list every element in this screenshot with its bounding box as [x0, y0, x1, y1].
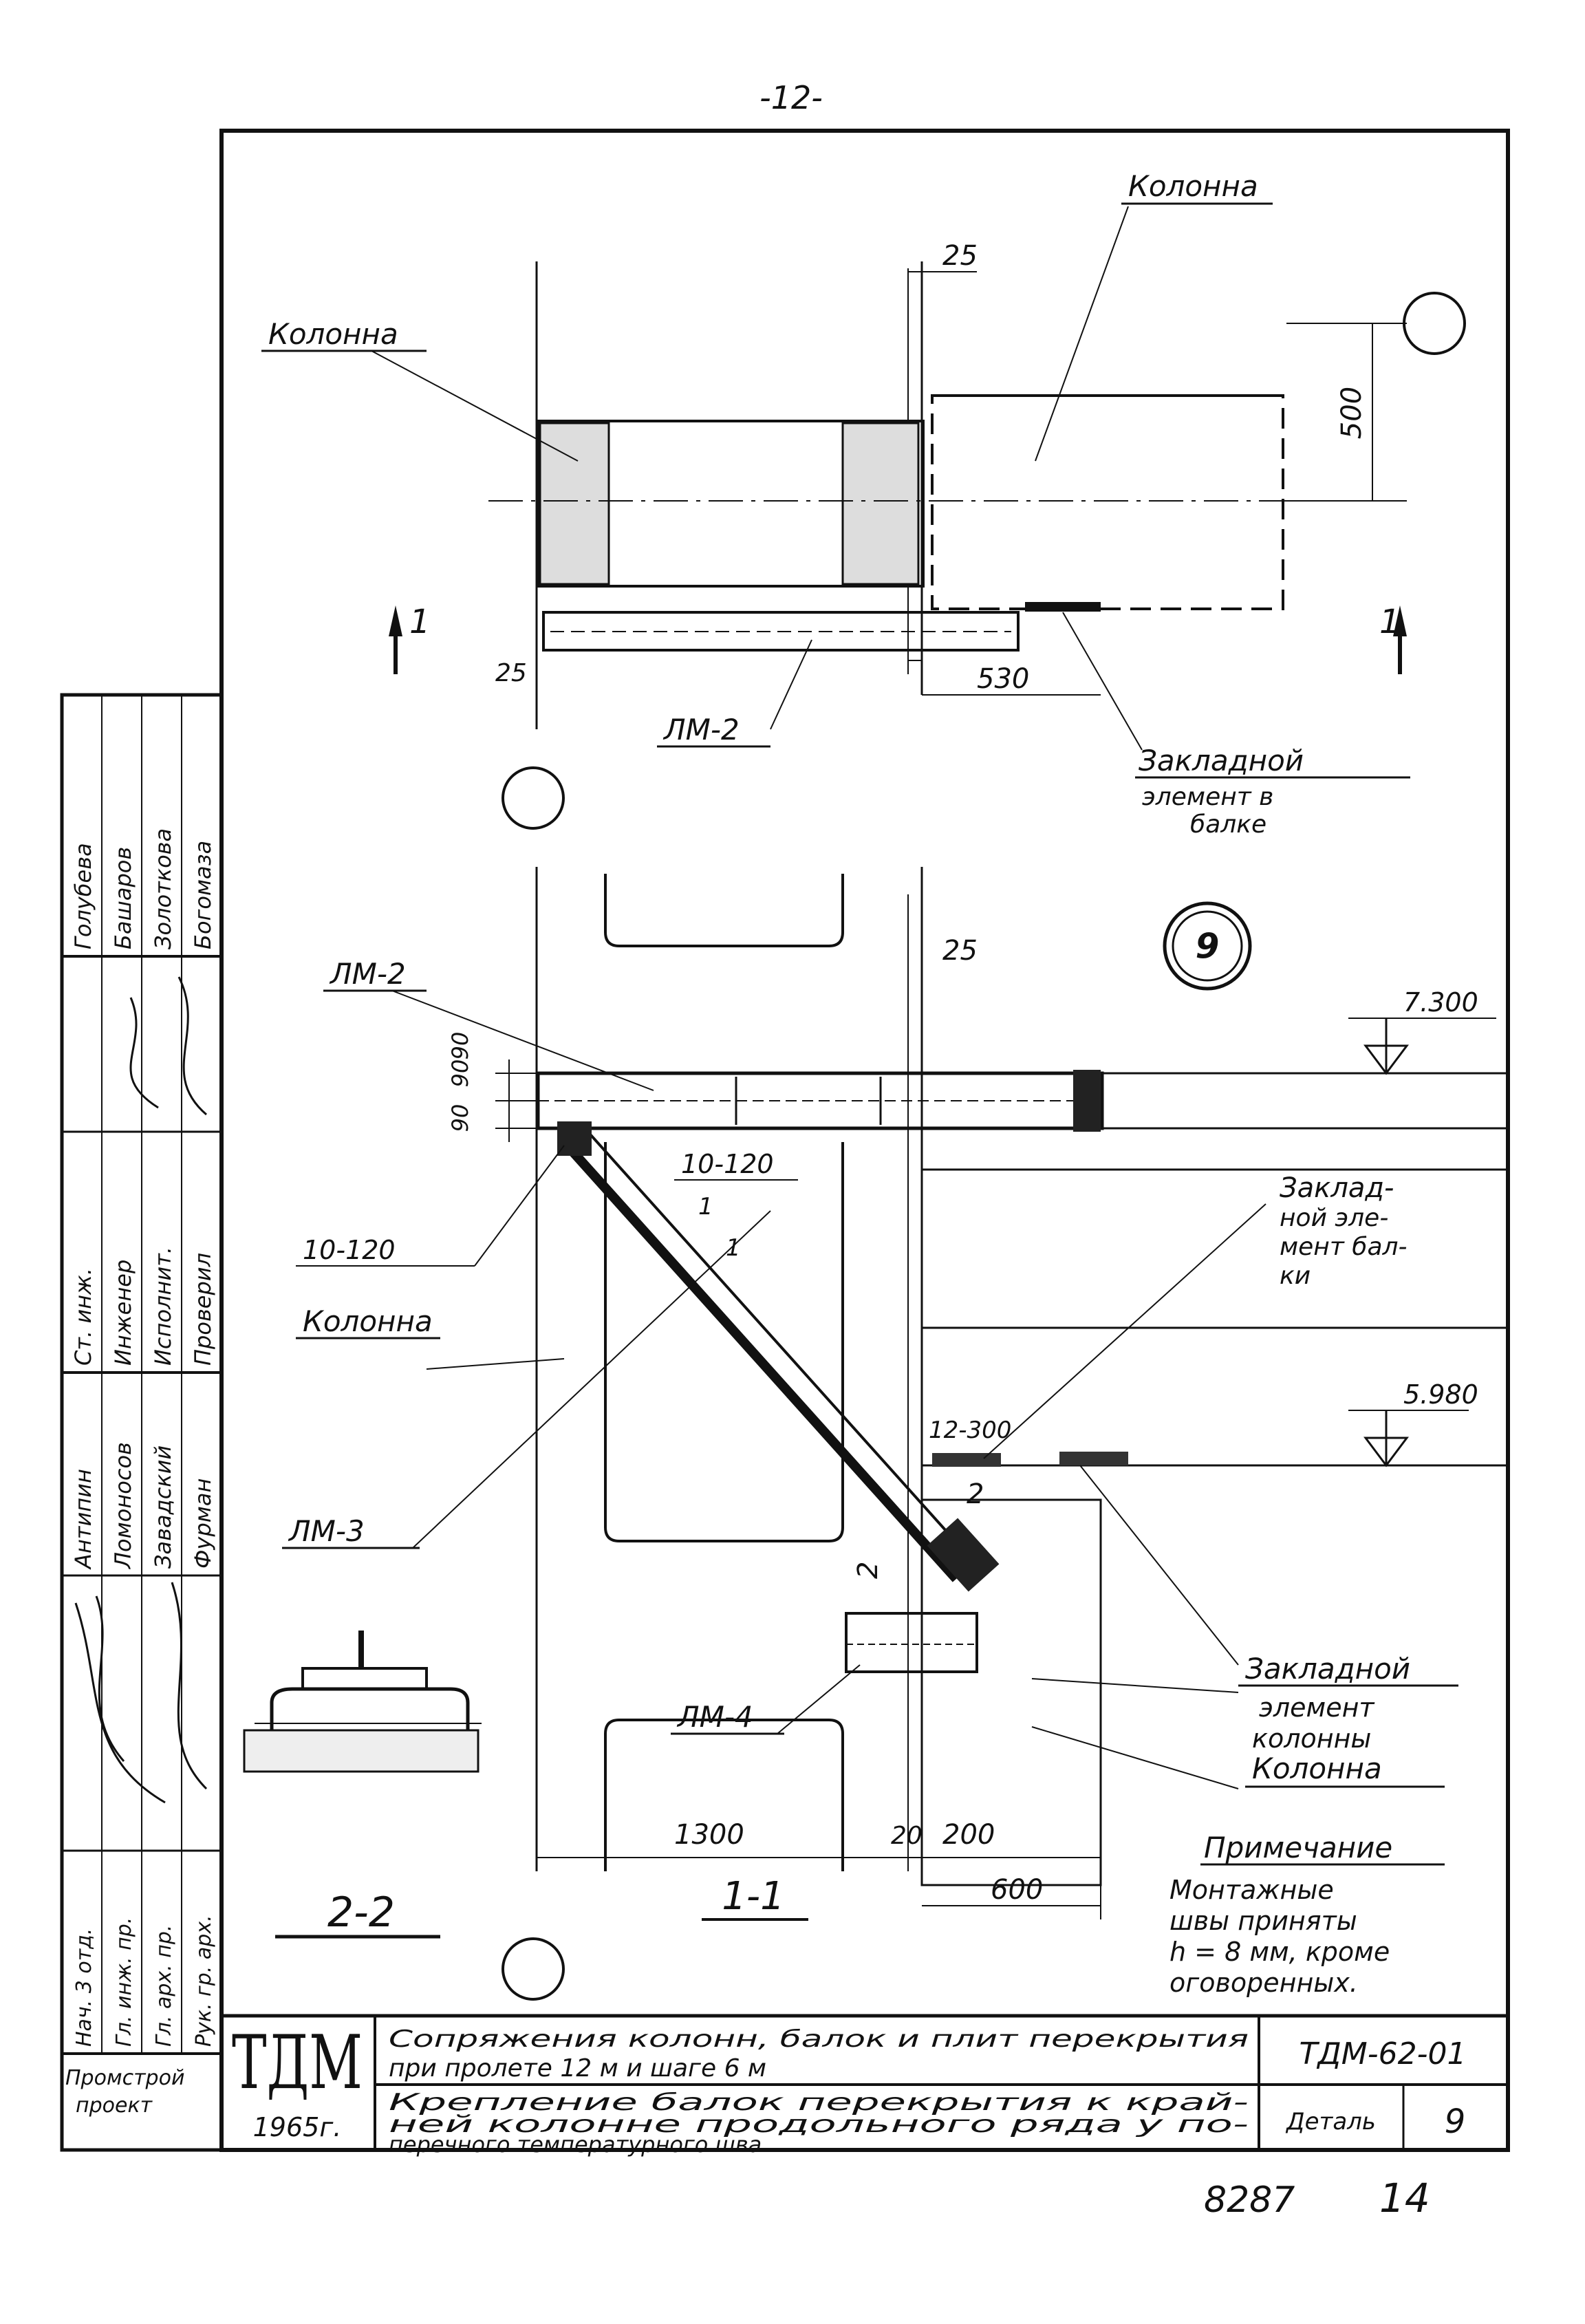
side-stamp	[60, 693, 224, 2152]
weld-12-300: 12-300	[929, 1417, 1011, 1444]
dim-1300: 1300	[674, 1819, 744, 1851]
note-line-4: оговоренных.	[1169, 1968, 1358, 1998]
note-line-3: h = 8 мм, кроме	[1169, 1937, 1390, 1967]
label-kolonna-top-right: Колонна	[1128, 169, 1258, 203]
section-title-1-1: 1-1	[722, 1874, 784, 1919]
section-mark-2-a: 2	[967, 1478, 984, 1510]
tdm-logo: ТДМ	[232, 2020, 363, 2106]
dim-90-b: 90	[447, 1032, 473, 1060]
dim-530: 530	[977, 663, 1029, 695]
dim-500: 500	[1336, 387, 1368, 439]
title-line-2: при пролете 12 м и шаге 6 м	[389, 2054, 766, 2083]
top-plan-view	[371, 206, 1466, 830]
label-kolonna-mid: Колонна	[303, 1304, 433, 1338]
stamp-org-1: Промстрой	[65, 2066, 184, 2090]
stamp-role2-4: Проверил	[190, 1253, 216, 1366]
section-mark-2-b: 2	[852, 1562, 884, 1579]
label-lm2-mid: ЛМ-2	[329, 957, 406, 991]
label-embed-col: Закладной	[1245, 1652, 1410, 1686]
footer-sheet: 14	[1379, 2175, 1430, 2221]
elev-5980: 5.980	[1403, 1379, 1478, 1410]
small-1b: 1	[726, 1234, 741, 1262]
section-2-2-view	[243, 1631, 482, 1773]
stamp-role2-1: Ст. инж.	[70, 1268, 96, 1366]
dim-25-mid: 25	[942, 935, 978, 967]
stamp-name-3: Завадский	[150, 1445, 176, 1569]
title-year: 1965г.	[253, 2112, 342, 2142]
subtitle-line-1: Крепление балок перекрытия к край-	[389, 2089, 1249, 2116]
stamp-name-1: Антипин	[70, 1469, 96, 1570]
dim-25-top: 25	[942, 240, 978, 272]
subtitle-line-3: перечного температурного шва	[389, 2131, 762, 2158]
detail-number: 9	[1445, 2102, 1466, 2141]
page-number: -12-	[759, 79, 823, 116]
label-embed-beam-1: Закладной	[1139, 744, 1304, 777]
dim-200: 200	[942, 1819, 995, 1851]
stamp-name2-1: Голубева	[70, 843, 96, 949]
label-lm4: ЛМ-4	[676, 1700, 753, 1734]
stamp-org-2: проект	[76, 2094, 153, 2118]
stamp-name2-3: Золоткова	[150, 828, 176, 949]
title-block	[222, 2014, 1508, 2150]
stamp-name2-2: Башаров	[110, 847, 136, 949]
stamp-role-2: Гл. инж. пр.	[112, 1917, 136, 2047]
label-embed-beam-1c: балке	[1190, 810, 1266, 839]
note-line-2: швы приняты	[1169, 1906, 1357, 1936]
section-title-2-2: 2-2	[327, 1889, 395, 1937]
label-embed-beam-1b: элемент в	[1142, 783, 1273, 811]
label-embed-col-b: элемент	[1259, 1692, 1375, 1723]
label-embed-col-c: колонны	[1252, 1723, 1371, 1754]
detail-mark: 9	[1196, 926, 1220, 966]
stamp-role-4: Рук. гр. арх.	[192, 1915, 216, 2047]
weld-10-120-b: 10-120	[303, 1235, 396, 1265]
subtitle-line-2: ней колонне продольного ряда у по-	[389, 2111, 1249, 2138]
dim-90-a: 90	[447, 1059, 473, 1088]
label-embed-beam-2b: ной эле-	[1280, 1204, 1388, 1232]
section-mark-1-left: 1	[409, 603, 431, 641]
stamp-role-3: Гл. арх. пр.	[152, 1925, 176, 2047]
stamp-name2-4: Богомаза	[190, 841, 216, 949]
dim-20: 20	[891, 1822, 923, 1850]
stamp-name-4: Фурман	[190, 1478, 216, 1569]
label-embed-beam-2d: ки	[1280, 1262, 1311, 1290]
weld-10-120-a: 10-120	[681, 1149, 774, 1179]
label-embed-beam-2c: мент бал-	[1280, 1233, 1408, 1261]
dim-600: 600	[991, 1874, 1043, 1906]
label-lm3: ЛМ-3	[288, 1514, 365, 1548]
footer-number: 8287	[1204, 2180, 1295, 2221]
title-line-1: Сопряжения колонн, балок и плит перекрыт…	[389, 2025, 1249, 2053]
stamp-role-1: Нач. 3 отд.	[72, 1928, 96, 2047]
label-kolonna-bottom: Колонна	[1252, 1752, 1382, 1785]
note-title: Примечание	[1204, 1831, 1392, 1864]
drawing-code: ТДМ-62-01	[1300, 2036, 1467, 2072]
detail-label: Деталь	[1285, 2108, 1376, 2135]
label-kolonna-top-left: Колонна	[268, 317, 398, 351]
section-mark-1-right: 1	[1379, 603, 1401, 641]
dim-90-c: 90	[447, 1104, 473, 1132]
elev-7300: 7.300	[1403, 987, 1478, 1018]
label-embed-beam-2: Заклад-	[1280, 1172, 1394, 1204]
dim-25-left: 25	[495, 659, 527, 687]
label-lm2-top: ЛМ-2	[662, 713, 740, 746]
section-1-1-view	[391, 867, 1508, 2001]
stamp-role2-2: Инженер	[110, 1260, 136, 1366]
note-line-1: Монтажные	[1169, 1875, 1334, 1905]
stamp-name-2: Ломоносов	[110, 1442, 136, 1569]
small-1a: 1	[698, 1193, 713, 1220]
stamp-role2-3: Исполнит.	[150, 1247, 176, 1366]
